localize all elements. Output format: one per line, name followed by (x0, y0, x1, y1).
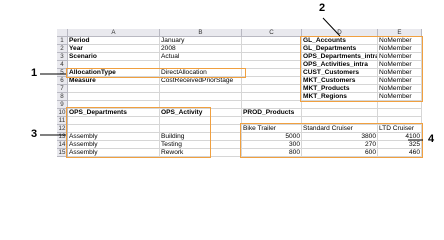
callout-3: 3 (31, 128, 38, 140)
cell-d8[interactable]: MKT_Regions (302, 93, 378, 101)
cell-a6[interactable]: Measure (68, 77, 160, 85)
cell-d3[interactable]: OPS_Departments_intra (302, 53, 378, 61)
cell-a2[interactable]: Year (68, 45, 160, 53)
column-header-c[interactable]: C (242, 29, 302, 37)
cell-c12[interactable]: Bike Trailer (242, 125, 302, 133)
cell-d4[interactable]: OPS_Activities_intra (302, 61, 378, 69)
cell-d15[interactable]: 600 (302, 149, 378, 157)
cell-a13[interactable]: Assembly (68, 133, 160, 141)
row-header-4[interactable]: 4 (57, 61, 68, 69)
select-all-corner[interactable] (57, 29, 68, 37)
cell-c13[interactable]: 5000 (242, 133, 302, 141)
cell-b5[interactable]: DirectAllocation (160, 69, 242, 77)
column-header-b[interactable]: B (160, 29, 242, 37)
cell-e6[interactable]: NoMember (378, 77, 422, 85)
cell-d12[interactable]: Standard Cruiser (302, 125, 378, 133)
cell-a1[interactable]: Period (68, 37, 160, 45)
cell-b2[interactable]: 2008 (160, 45, 242, 53)
cell-d1[interactable]: GL_Accounts (302, 37, 378, 45)
cell-e5[interactable]: NoMember (378, 69, 422, 77)
row-header-1[interactable]: 1 (57, 37, 68, 45)
cell-d2[interactable]: GL_Departments (302, 45, 378, 53)
callout-1: 1 (31, 67, 38, 79)
cell-b10[interactable]: OPS_Activity (160, 109, 242, 117)
row-header-13[interactable]: 13 (57, 133, 68, 141)
row-header-9[interactable]: 9 (57, 101, 68, 109)
cell-e15[interactable]: 460 (378, 149, 422, 157)
cell-b6[interactable]: CostReceivedPriorStage (160, 77, 250, 85)
spreadsheet: A B C D E 1 2 3 4 5 6 7 8 9 10 11 12 13 … (31, 2, 435, 158)
cell-a3[interactable]: Scenario (68, 53, 160, 61)
cell-a15[interactable]: Assembly (68, 149, 160, 157)
row-header-3[interactable]: 3 (57, 53, 68, 61)
row-header-2[interactable]: 2 (57, 45, 68, 53)
cell-d7[interactable]: MKT_Products (302, 85, 378, 93)
row-header-5[interactable]: 5 (57, 69, 68, 77)
cell-c15[interactable]: 800 (242, 149, 302, 157)
callout-4: 4 (428, 133, 435, 145)
cell-e12[interactable]: LTD Cruiser (378, 125, 422, 133)
row-header-15[interactable]: 15 (57, 149, 68, 157)
row-header-10[interactable]: 10 (57, 109, 68, 117)
cell-a5[interactable]: AllocationType (68, 69, 160, 77)
cell-e2[interactable]: NoMember (378, 45, 422, 53)
cell-e4[interactable]: NoMember (378, 61, 422, 69)
row-header-8[interactable]: 8 (57, 93, 68, 101)
cell-e3[interactable]: NoMember (378, 53, 422, 61)
row-header-12[interactable]: 12 (57, 125, 68, 133)
row-header-6[interactable]: 6 (57, 77, 68, 85)
cell-e14[interactable]: 325 (378, 141, 422, 149)
cell-d14[interactable]: 270 (302, 141, 378, 149)
cell-c10[interactable]: PROD_Products (242, 109, 302, 117)
row-header-7[interactable]: 7 (57, 85, 68, 93)
cell-a14[interactable]: Assembly (68, 141, 160, 149)
cell-e1[interactable]: NoMember (378, 37, 422, 45)
cell-b13[interactable]: Building (160, 133, 242, 141)
cell-b3[interactable]: Actual (160, 53, 242, 61)
callout-lines (40, 17, 423, 141)
row-header-11[interactable]: 11 (57, 117, 68, 125)
cell-e13[interactable]: 4100 (378, 133, 422, 141)
cell-b15[interactable]: Rework (160, 149, 242, 157)
cell-d5[interactable]: CUST_Customers (302, 69, 378, 77)
row-header-14[interactable]: 14 (57, 141, 68, 149)
column-header-a[interactable]: A (68, 29, 160, 37)
cell-e7[interactable]: NoMember (378, 85, 422, 93)
cell-e8[interactable]: NoMember (378, 93, 422, 101)
cell-b1[interactable]: January (160, 37, 242, 45)
cell-a10[interactable]: OPS_Departments (68, 109, 160, 117)
cell-d13[interactable]: 3800 (302, 133, 378, 141)
cell-b14[interactable]: Testing (160, 141, 242, 149)
cell-c14[interactable]: 300 (242, 141, 302, 149)
grid-background (68, 37, 422, 157)
callout-2: 2 (319, 2, 326, 14)
cell-d6[interactable]: MKT_Customers (302, 77, 378, 85)
